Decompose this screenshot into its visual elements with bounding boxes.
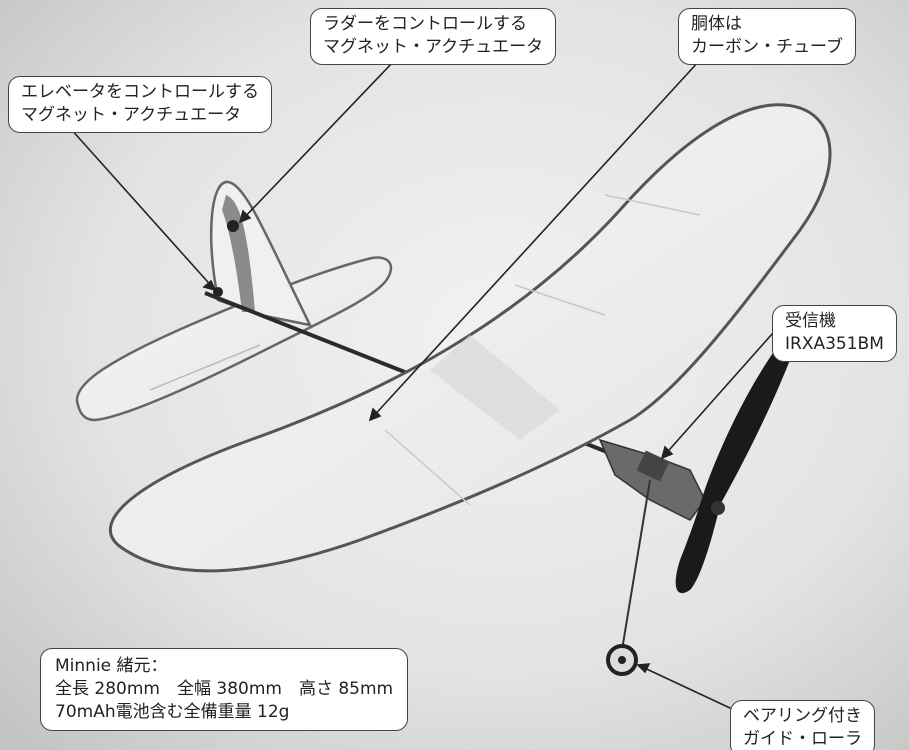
callout-elevator-actuator: エレベータをコントロールする マグネット・アクチュエータ [8,76,272,133]
callout-receiver-line2: IRXA351BM [785,334,884,354]
specs-dimensions: 全長 280mm 全幅 380mm 高さ 85mm [55,679,394,699]
horizontal-stabilizer [75,256,393,422]
propeller-hub [711,501,725,515]
leader-lines [69,59,781,716]
callout-fuselage: 胴体は カーボン・チューブ [678,8,856,65]
callout-fuselage-line2: カーボン・チューブ [691,37,843,57]
guide-roller-hub [618,656,626,664]
callout-roller-line1: ベアリング付き [743,706,862,726]
rudder-actuator [227,220,239,232]
propeller [675,339,795,594]
callout-elevator-line1: エレベータをコントロールする [21,82,259,102]
landing-wire [621,479,651,651]
specs-title: Minnie 緒元： [55,656,168,676]
callout-guide-roller: ベアリング付き ガイド・ローラ [730,700,875,750]
stabilizer-rib [149,344,261,391]
callout-receiver: 受信機 IRXA351BM [772,305,897,362]
wing-rib-2 [514,284,606,316]
callout-rudder-line2: マグネット・アクチュエータ [323,37,544,57]
wing-centre-section [430,335,560,440]
wing-rib-3 [604,194,701,216]
callout-rudder-actuator: ラダーをコントロールする マグネット・アクチュエータ [310,8,557,65]
callout-receiver-line1: 受信機 [785,311,836,331]
callout-roller-line2: ガイド・ローラ [743,729,862,749]
callout-specs: Minnie 緒元： 全長 280mm 全幅 380mm 高さ 85mm 70m… [40,648,409,731]
wing-rib-1 [384,429,471,506]
callout-rudder-line1: ラダーをコントロールする [323,14,527,34]
specs-weight: 70mAh電池含む全備重量 12g [55,702,290,722]
callout-elevator-line2: マグネット・アクチュエータ [21,105,242,125]
callout-fuselage-line1: 胴体は [691,14,742,34]
